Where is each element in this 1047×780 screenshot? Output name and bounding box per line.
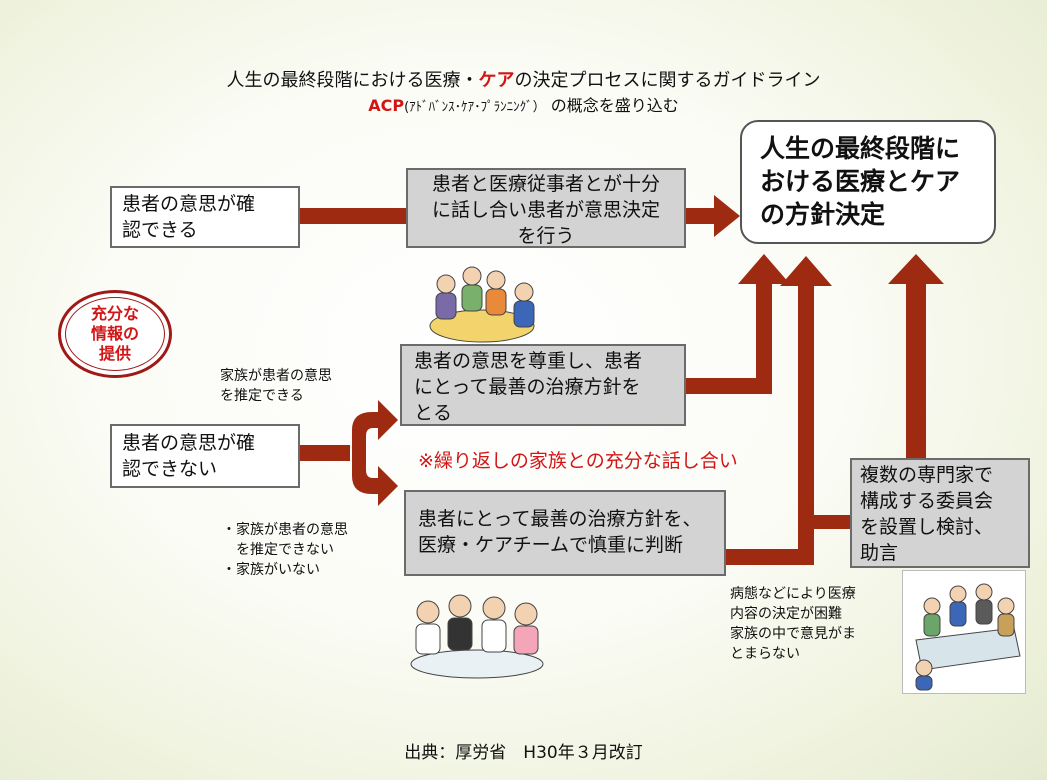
note-family-cannot-estimate: ・家族が患者の意思 を推定できない ・家族がいない xyxy=(222,522,348,578)
box-respect: 患者の意思を尊重し、患者 にとって最善の治療方針を とる xyxy=(400,344,686,426)
info-provision-oval: 充分な 情報の 提供 xyxy=(58,290,172,378)
meeting-illustration-top xyxy=(429,266,535,343)
diagram-title: 人生の最終段階における医療・ケアの決定プロセスに関するガイドライン xyxy=(226,70,821,91)
box-can-confirm: 患者の意思が確 認できる xyxy=(110,186,300,248)
note-family-can-estimate: 家族が患者の意思 を推定できる xyxy=(220,368,332,404)
goal-box: 人生の最終段階に おける医療とケア の方針決定 xyxy=(740,120,996,244)
committee-illustration xyxy=(902,570,1026,694)
box-discuss: 患者と医療従事者とが十分 に話し合い患者が意思決定 を行う xyxy=(406,168,686,248)
team-illustration xyxy=(410,594,544,679)
note-repeated-discussion: ※繰り返しの家族との充分な話し合い xyxy=(418,450,738,472)
note-difficult-decision: 病態などにより医療 内容の決定が困難 家族の中で意見がま とまらない xyxy=(730,586,856,662)
source-citation: 出典：厚労省 H30年３月改訂 xyxy=(404,743,643,763)
box-cannot-confirm: 患者の意思が確 認できない xyxy=(110,424,300,488)
box-team: 患者にとって最善の治療方針を、 医療・ケアチームで慎重に判断 xyxy=(404,490,726,576)
diagram-subtitle: ACP(ｱﾄﾞﾊﾞﾝｽ･ｹｱ･ﾌﾟﾗﾝﾆﾝｸﾞ） の概念を盛り込む xyxy=(368,96,679,115)
box-committee: 複数の専門家で 構成する委員会 を設置し検討、 助言 xyxy=(850,458,1030,568)
